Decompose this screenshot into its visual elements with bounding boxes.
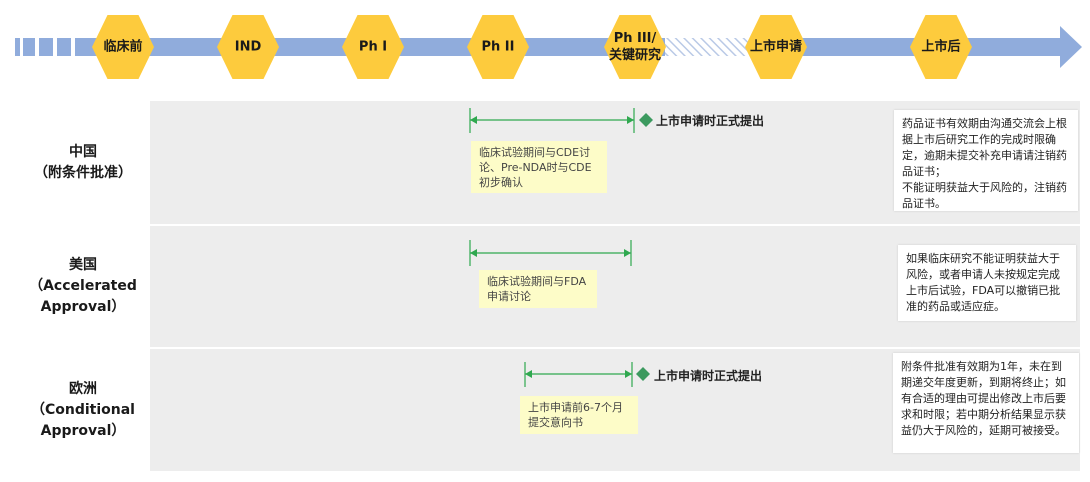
- phase-hexagon-clinical: [92, 15, 154, 79]
- phase-label-post: 上市后: [921, 39, 961, 55]
- eu-bracket: [524, 362, 633, 387]
- eu-discussion-note: 上市申请前6-7个月提交意向书: [520, 396, 638, 434]
- phase-hexagon-post: [910, 15, 972, 79]
- row-label-us: 美国 （Accelerated Approval）: [16, 226, 150, 347]
- china-submit-diamond: [639, 113, 653, 127]
- phase-label-ph2: Ph II: [481, 39, 515, 55]
- phase-hexagon-ph3: [604, 15, 666, 79]
- timeline-arrow: [15, 15, 1082, 79]
- row-label-china: 中国 （附条件批准）: [16, 101, 150, 224]
- row-label-eu: 欧洲 （Conditional Approval）: [16, 349, 150, 471]
- phase-hexagon-ind: [217, 15, 279, 79]
- eu-submit-label: 上市申请时正式提出: [654, 369, 763, 383]
- china-validity-note: 药品证书有效期由沟通交流会上根据上市后研究工作的完成时限确定，逾期未提交补充申请…: [894, 110, 1078, 211]
- phase-timeline: 临床前 IND Ph I Ph II Ph III/关键研究 上市申请 上市后: [0, 0, 1090, 100]
- phase-hexagon-nda: [745, 15, 807, 79]
- china-submit-label: 上市申请时正式提出: [656, 114, 765, 128]
- us-withdrawal-note: 如果临床研究不能证明获益大于风险，或者申请人未按规定完成上市后试验，FDA可以撤…: [898, 245, 1076, 321]
- china-discussion-note: 临床试验期间与CDE讨论、Pre-NDA时与CDE初步确认: [471, 141, 607, 193]
- phase-label-nda: 上市申请: [750, 39, 803, 55]
- eu-submit-diamond: [636, 367, 650, 381]
- phase-label-ph1: Ph I: [358, 39, 388, 55]
- china-bracket: [469, 108, 635, 133]
- phase-hexagon-ph2: [467, 15, 529, 79]
- us-discussion-note: 临床试验期间与FDA申请讨论: [479, 270, 597, 308]
- eu-validity-note: 附条件批准有效期为1年，未在到期递交年度更新，到期将终止；如有合适的理由可提出修…: [893, 353, 1079, 453]
- us-bracket: [469, 240, 632, 266]
- phase-hexagons: [92, 15, 972, 79]
- phase-label-ph3: Ph III/关键研究: [609, 31, 662, 63]
- phase-label-ind: IND: [234, 39, 262, 55]
- phase-label-clinical: 临床前: [103, 39, 143, 55]
- phase-hexagon-ph1: [342, 15, 404, 79]
